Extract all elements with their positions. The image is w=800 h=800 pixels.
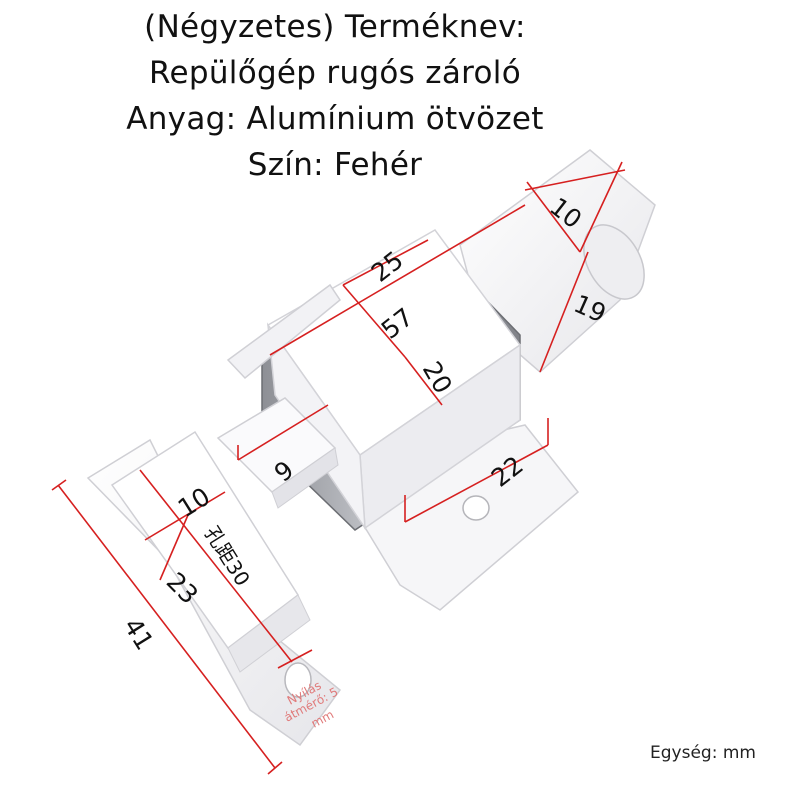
mounting-hole xyxy=(462,495,490,521)
title-line-1: (Négyzetes) Terméknev: xyxy=(144,9,526,45)
dimension-lines xyxy=(51,161,626,775)
title-line-2: Repülőgép rugós zároló xyxy=(149,55,521,91)
unit-label: Egység: mm xyxy=(650,743,756,763)
screw-hole xyxy=(284,662,312,698)
spring-latch-body xyxy=(216,149,656,611)
dimension-41: 41 xyxy=(118,613,159,655)
product-title: (Négyzetes) Terméknev: Repülőgép rugós z… xyxy=(0,4,670,188)
title-line-3: Anyag: Alumínium ötvözet xyxy=(126,101,544,137)
title-line-4: Szín: Fehér xyxy=(247,147,423,183)
